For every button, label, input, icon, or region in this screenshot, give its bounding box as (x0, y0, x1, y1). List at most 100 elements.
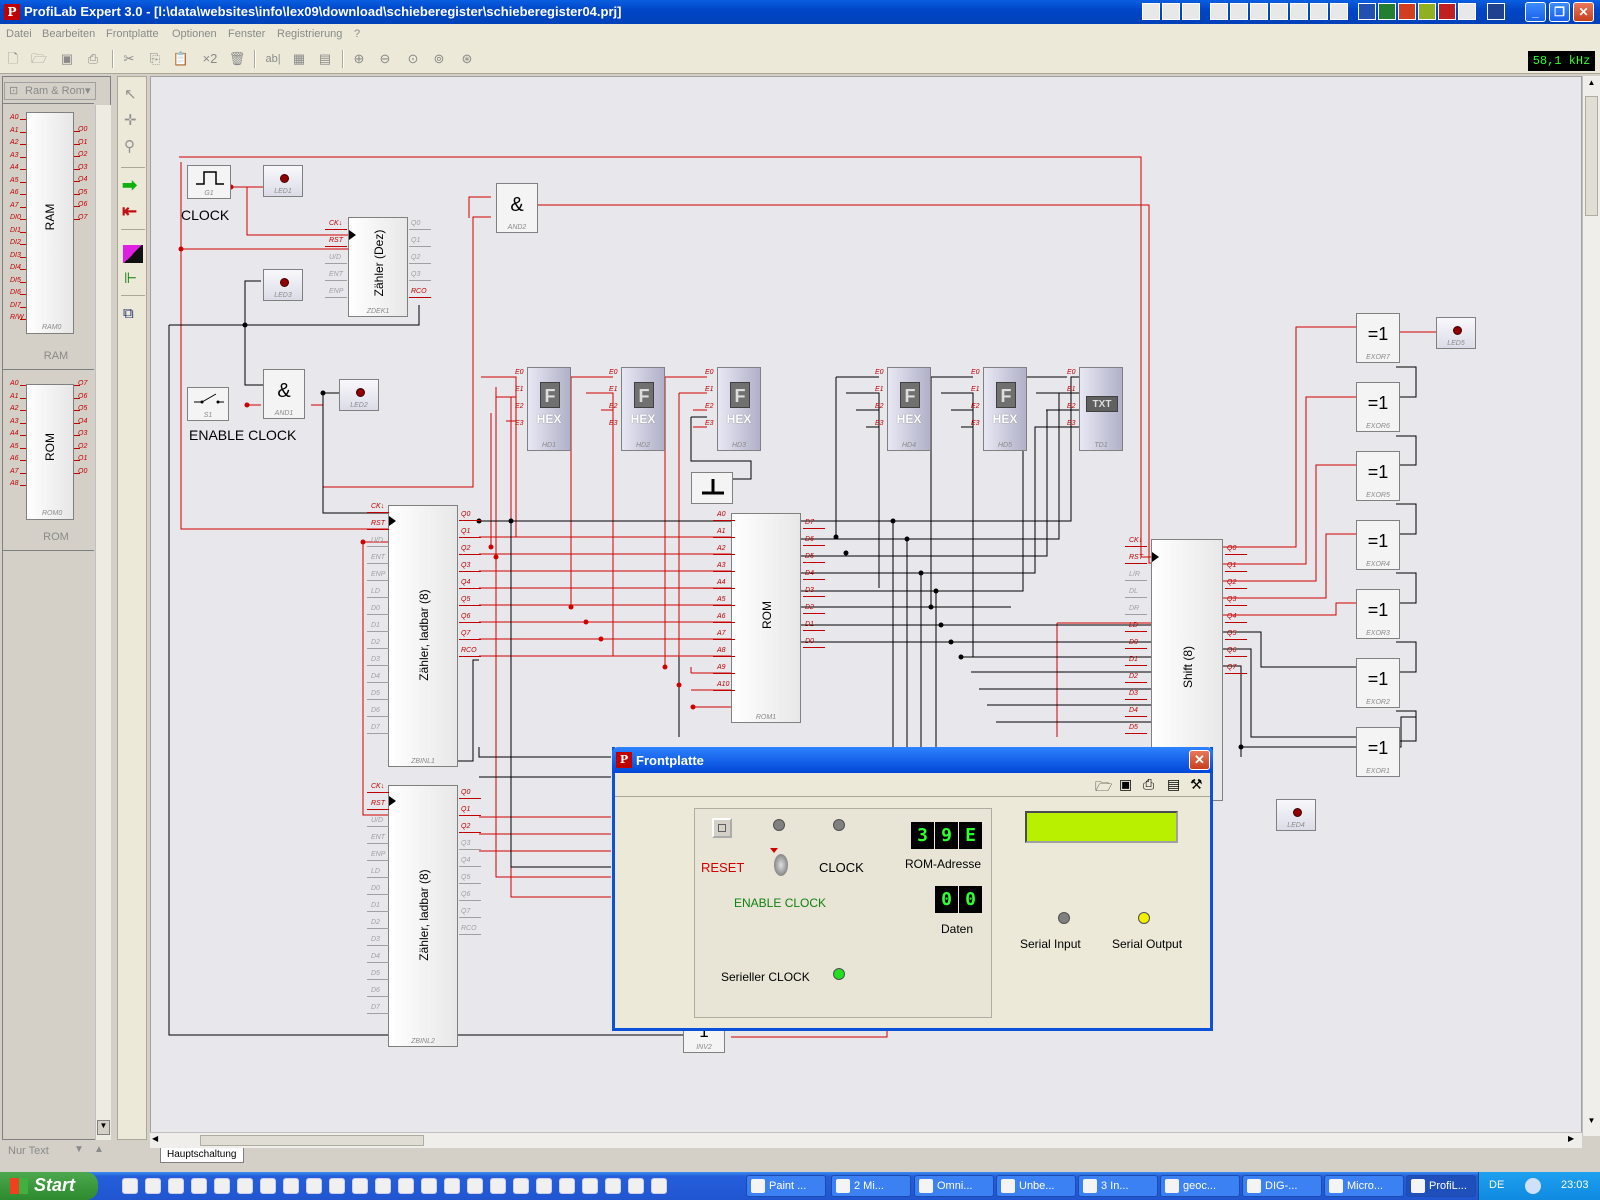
enable-clock-toggle[interactable] (770, 848, 790, 878)
mail-icon[interactable] (375, 1178, 391, 1194)
powerpoint-icon[interactable] (1398, 3, 1416, 20)
led5[interactable]: LED5 (1436, 317, 1476, 349)
app-icon[interactable] (352, 1178, 368, 1194)
magnify-icon[interactable]: ⚲ (124, 138, 135, 155)
cut-icon[interactable]: ✂ (123, 51, 135, 66)
tools-icon[interactable] (260, 1178, 276, 1194)
ie-icon[interactable] (122, 1178, 138, 1194)
print-icon[interactable]: ⎙ (1143, 776, 1155, 792)
and-gate-2[interactable]: & AND2 (496, 183, 538, 233)
quicklaunch-icon[interactable] (1330, 3, 1348, 20)
quicklaunch-icon[interactable] (1487, 3, 1505, 20)
ground-symbol[interactable] (691, 472, 733, 504)
quicklaunch-icon[interactable] (1182, 3, 1200, 20)
rom-block[interactable]: ROM ROM1 (731, 513, 801, 723)
app-icon[interactable] (513, 1178, 529, 1194)
quicklaunch-icon[interactable] (1310, 3, 1328, 20)
arrow-up-icon[interactable]: ▲ (94, 1144, 104, 1155)
taskbar-task[interactable]: 3 In... (1078, 1175, 1158, 1197)
library-scrollbar[interactable]: ▼ (95, 105, 111, 1140)
taskbar-task[interactable]: ProfiL... (1406, 1175, 1476, 1197)
menu-frontplatte[interactable]: Frontplatte (106, 28, 159, 40)
counter-2[interactable]: Zähler, ladbar (8) ZBINL2 (388, 785, 458, 1047)
app-icon[interactable] (444, 1178, 460, 1194)
help-icon[interactable] (467, 1178, 483, 1194)
duplicate-icon[interactable]: ×2 (202, 51, 218, 66)
grid-icon[interactable]: ▦ (292, 51, 306, 66)
quicklaunch-icon[interactable] (1142, 3, 1160, 20)
stop-icon[interactable]: ⇤ (122, 201, 138, 221)
tools-icon[interactable]: ⊩ (124, 270, 138, 287)
scroll-thumb[interactable] (200, 1135, 424, 1146)
media-icon[interactable] (191, 1178, 207, 1194)
language-indicator[interactable]: DE (1489, 1179, 1505, 1191)
led2[interactable]: LED2 (339, 379, 379, 411)
tray-icon[interactable] (1525, 1178, 1541, 1194)
zoom-all-icon[interactable]: ⊛ (461, 51, 473, 66)
taskbar-task[interactable]: Paint ... (746, 1175, 826, 1197)
app-icon[interactable] (559, 1178, 575, 1194)
run-icon[interactable]: ➡ (122, 175, 138, 195)
excel-icon[interactable] (1378, 3, 1396, 20)
library-category-select[interactable]: ⊡ Ram & Rom ▾ (4, 82, 96, 100)
firefox-icon[interactable] (145, 1178, 161, 1194)
quicklaunch-icon[interactable] (1270, 3, 1288, 20)
scroll-up-icon[interactable]: ▲ (1587, 78, 1596, 87)
switch-icon[interactable]: ⧉ (123, 305, 134, 322)
paste-icon[interactable]: ▤ (1167, 776, 1181, 792)
label-icon[interactable]: ab| (265, 53, 281, 65)
enable-switch[interactable]: S1 (187, 387, 229, 421)
horizontal-scrollbar[interactable]: ◀ ▶ (150, 1132, 1582, 1148)
menu-datei[interactable]: Datei (6, 28, 32, 40)
app-icon[interactable] (421, 1178, 437, 1194)
counter-1[interactable]: Zähler, ladbar (8) ZBINL1 (388, 505, 458, 767)
tab-hauptschaltung[interactable]: Hauptschaltung (160, 1148, 244, 1163)
desktop-icon[interactable] (168, 1178, 184, 1194)
chrome-icon[interactable] (398, 1178, 414, 1194)
scroll-right-icon[interactable]: ▶ (1568, 1134, 1575, 1143)
app-icon[interactable] (628, 1178, 644, 1194)
pointer-icon[interactable]: ↖ (124, 86, 137, 103)
zoom-out-icon[interactable]: ⊖ (379, 51, 391, 66)
quicklaunch-icon[interactable] (1458, 3, 1476, 20)
zoom-fit-icon[interactable]: ⊙ (407, 51, 419, 66)
menu-bearbeiten[interactable]: Bearbeiten (42, 28, 96, 40)
quicklaunch-icon[interactable] (1162, 3, 1180, 20)
app-icon[interactable] (582, 1178, 598, 1194)
minimize-icon[interactable]: _ (1525, 2, 1546, 22)
and-gate-1[interactable]: & AND1 (263, 369, 305, 419)
color-icon[interactable] (123, 245, 143, 263)
explorer-icon[interactable] (306, 1178, 322, 1194)
excel-icon[interactable] (490, 1178, 506, 1194)
led4[interactable]: LED4 (1276, 799, 1316, 831)
app-icon[interactable] (605, 1178, 621, 1194)
quicklaunch-icon[interactable] (1438, 3, 1456, 20)
zoom-page-icon[interactable]: ⊚ (433, 51, 445, 66)
new-icon[interactable]: 🗋 (7, 51, 19, 66)
led1[interactable]: LED1 (263, 165, 303, 197)
led3[interactable]: LED3 (263, 269, 303, 301)
arrow-down-icon[interactable]: ▼ (74, 1144, 84, 1155)
taskbar-task[interactable]: Unbe... (996, 1175, 1076, 1197)
display-icon[interactable] (237, 1178, 253, 1194)
scroll-down-icon[interactable]: ▼ (1587, 1116, 1596, 1125)
quicklaunch-icon[interactable] (1250, 3, 1268, 20)
app-icon[interactable] (651, 1178, 667, 1194)
paste-icon[interactable]: 📋 (172, 51, 190, 66)
start-button[interactable]: Start (0, 1172, 98, 1200)
table-icon[interactable]: ▤ (318, 51, 332, 66)
taskbar-task[interactable]: Omni... (914, 1175, 994, 1197)
menu-registrierung[interactable]: Registrierung (277, 28, 343, 40)
word-icon[interactable] (1358, 3, 1376, 20)
crosshair-icon[interactable]: ✛ (124, 112, 137, 129)
